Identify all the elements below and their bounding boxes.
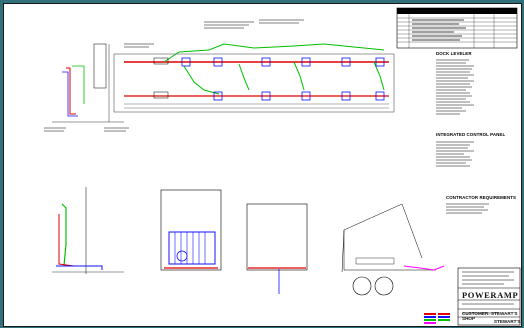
- control-panel-title: INTEGRATED CONTROL PANEL: [436, 132, 506, 137]
- conduit-run: [293, 61, 305, 91]
- junction-box: [375, 91, 385, 101]
- junction-box: [341, 91, 351, 101]
- conduit-run: [373, 61, 385, 91]
- dock-red: [58, 214, 75, 267]
- trailer-wheel: [374, 276, 394, 296]
- dock-green: [61, 203, 67, 267]
- section-blue: [62, 71, 78, 117]
- side-elevation: [52, 187, 124, 274]
- revision-table: [396, 7, 518, 49]
- dock-leveler-title: DOCK LEVELER: [436, 51, 472, 56]
- conduit-run: [183, 65, 220, 95]
- contractor-title: CONTRACTOR REQUIREMENTS: [446, 195, 517, 200]
- hitch-magenta: [403, 265, 445, 271]
- drawing-sheet: DOCK LEVELER INTEGRATED CONTROL PANEL CO…: [3, 3, 522, 327]
- section-green: [72, 65, 85, 104]
- customer-line: CUSTOMER: STEWART'S SHOP: [462, 311, 518, 321]
- drawing-name: STEWART'S: [494, 319, 521, 324]
- junction-box: [341, 57, 351, 67]
- conduit-run: [163, 43, 385, 63]
- pit-outline: [113, 53, 395, 113]
- section-detail: [44, 43, 129, 132]
- junction-box: [375, 57, 385, 67]
- junction-box: [213, 57, 223, 67]
- bollard: [153, 57, 169, 65]
- leveler-unit: [168, 231, 216, 265]
- company-logo: POWERAMP: [462, 290, 519, 300]
- rear-elevation: [246, 203, 308, 294]
- section-red: [66, 67, 76, 115]
- junction-box: [213, 91, 223, 101]
- bollard: [153, 91, 169, 99]
- trailer-elevation: [341, 203, 445, 296]
- junction-box: [261, 57, 271, 67]
- trailer-wheel: [352, 276, 372, 296]
- front-elevation: [160, 189, 222, 271]
- dock-blue: [56, 265, 103, 270]
- cad-drawing: [44, 7, 521, 326]
- junction-box: [301, 57, 311, 67]
- hitch-line: [401, 203, 423, 259]
- door-frame: [246, 203, 308, 271]
- junction-box: [261, 91, 271, 101]
- junction-box: [301, 91, 311, 101]
- notes-column: [436, 59, 489, 214]
- title-block: [457, 267, 521, 326]
- trailer-body: [341, 229, 436, 273]
- hydraulic-motor: [176, 250, 188, 262]
- conduit-run: [238, 63, 250, 91]
- color-legend: [424, 313, 450, 324]
- door-frame: [160, 189, 222, 271]
- plan-view: [113, 19, 395, 113]
- wall-section: [93, 43, 107, 89]
- dimension-box: [355, 257, 395, 265]
- trailer-top: [343, 203, 403, 231]
- junction-box: [181, 57, 191, 67]
